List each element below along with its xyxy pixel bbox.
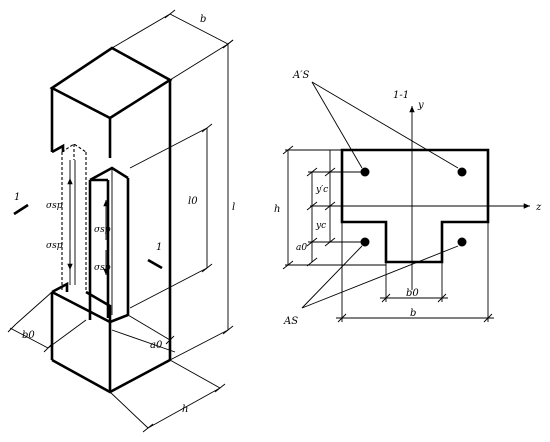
section-dimension-h bbox=[282, 145, 386, 270]
dimension-h bbox=[109, 359, 226, 433]
iso-label-l0: l0 bbox=[188, 196, 198, 207]
iso-label-l: l bbox=[232, 202, 235, 213]
dimension-b bbox=[111, 9, 234, 81]
iso-label-b0: b0 bbox=[22, 330, 35, 341]
section-label-yc-prime: y′c bbox=[315, 185, 328, 195]
section-cut-mark-left bbox=[13, 203, 29, 216]
dimension-l bbox=[169, 39, 234, 361]
isometric-column-view: b l l0 b0 a0 h 1 1 σsp σsp σsp σsp bbox=[7, 9, 235, 433]
iso-label-h: h bbox=[182, 404, 188, 415]
section-label-as-prime: A′S bbox=[292, 70, 309, 81]
rebar-bottom-left bbox=[360, 237, 370, 247]
section-label-as: AS bbox=[283, 316, 298, 327]
section-dimension-yc bbox=[306, 150, 362, 267]
iso-label-b: b bbox=[200, 14, 206, 25]
section-title: 1-1 bbox=[393, 90, 409, 101]
rebar-top-right bbox=[457, 167, 467, 177]
rebar-top-left bbox=[360, 167, 370, 177]
prestress-force-arrows bbox=[67, 178, 109, 275]
leader-lines bbox=[301, 81, 459, 309]
section-label-h: h bbox=[274, 204, 280, 215]
section-dimension-b0 bbox=[380, 262, 448, 303]
dimension-a0 bbox=[111, 314, 176, 353]
section-cut-mark-right bbox=[147, 258, 163, 270]
cross-section-view: 1-1 A′S AS y z h y′c yc a0 b0 b bbox=[274, 70, 542, 327]
iso-label-sigma-lower-left: σsp bbox=[46, 241, 63, 251]
iso-label-sigma-upper-right: σsp bbox=[94, 225, 111, 235]
section-label-axis-z: z bbox=[535, 202, 542, 213]
rebar-bottom-right bbox=[457, 237, 467, 247]
left-web-column bbox=[61, 143, 87, 290]
iso-label-a0: a0 bbox=[150, 340, 163, 351]
iso-label-section-left: 1 bbox=[14, 192, 20, 203]
iso-label-section-right: 1 bbox=[156, 242, 162, 253]
section-label-axis-y: y bbox=[417, 100, 424, 111]
section-label-b0: b0 bbox=[406, 288, 419, 299]
dimension-l0 bbox=[129, 123, 213, 309]
section-label-b: b bbox=[410, 308, 416, 319]
section-label-yc: yc bbox=[315, 221, 326, 231]
section-dimension-b bbox=[336, 222, 494, 323]
bottom-block bbox=[50, 281, 171, 394]
iso-label-sigma-lower-right: σsp bbox=[94, 263, 111, 273]
iso-label-sigma-upper-left: σsp bbox=[46, 201, 63, 211]
section-label-a0: a0 bbox=[296, 243, 307, 253]
dimension-b0 bbox=[7, 291, 87, 353]
